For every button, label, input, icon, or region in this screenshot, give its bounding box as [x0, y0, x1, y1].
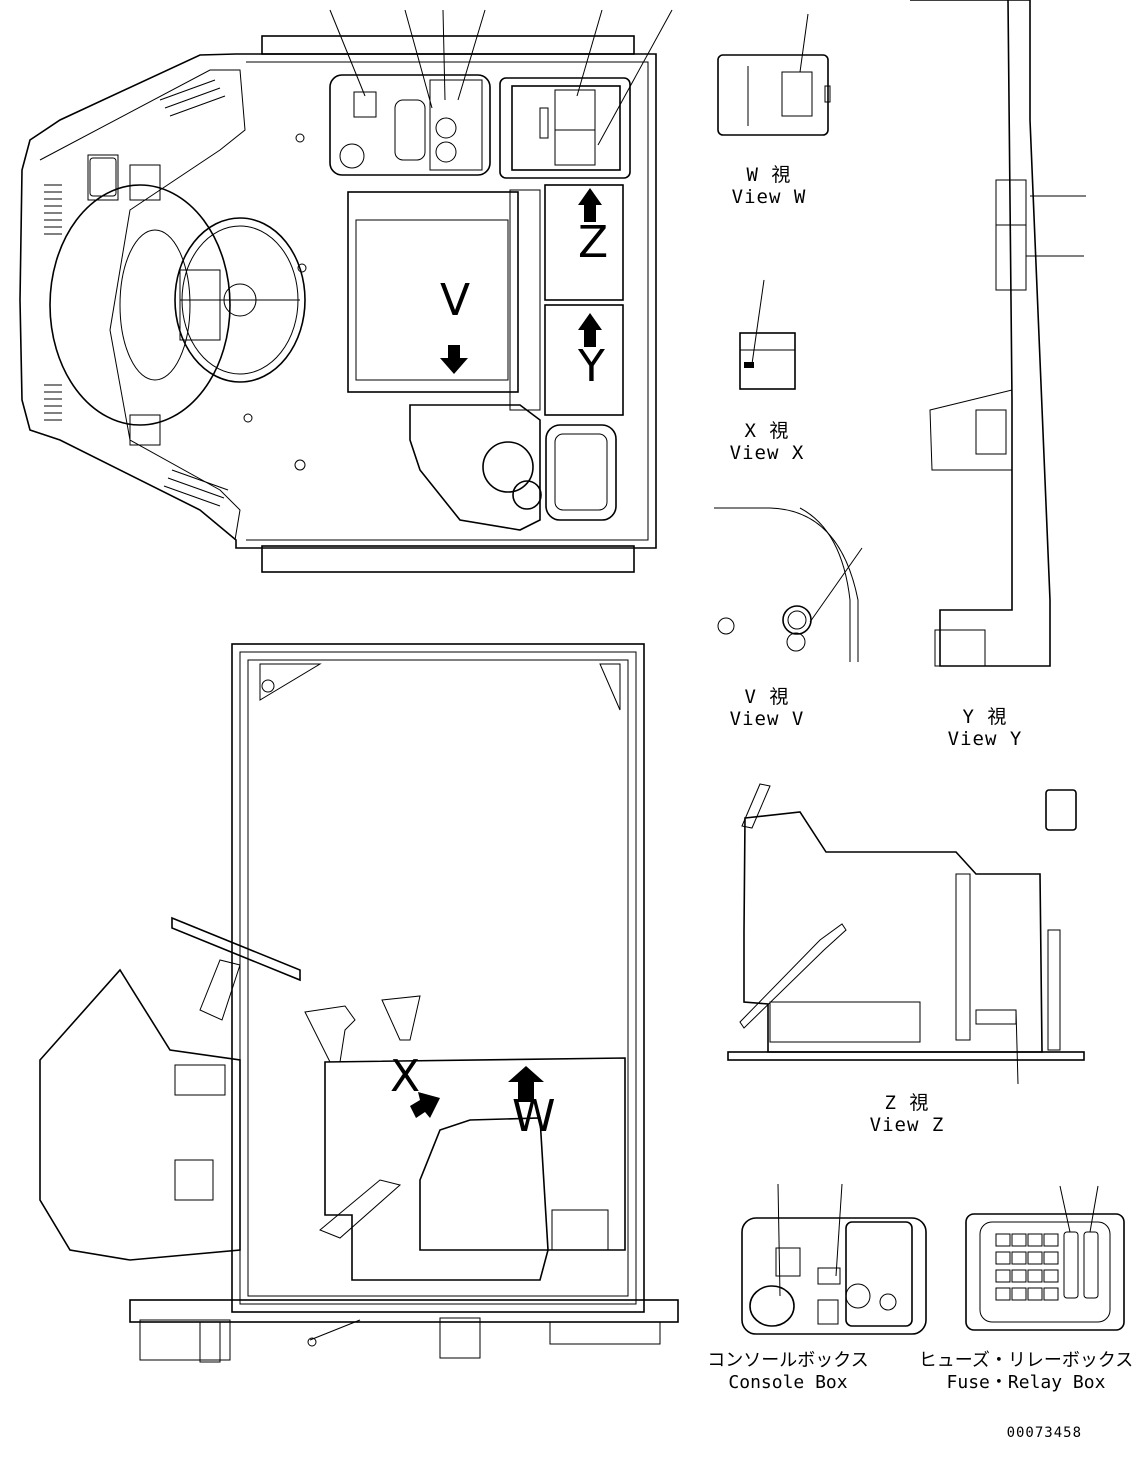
fuse-relay-box-figure — [965, 1185, 1125, 1331]
view-x-figure — [739, 279, 796, 390]
view-v-figure — [714, 507, 863, 662]
view-z-jp: Z 視 — [884, 1092, 930, 1114]
view-v-en: View V — [729, 708, 805, 730]
view-w-jp: W 視 — [746, 164, 792, 186]
view-w-label: W 視 View W — [724, 164, 814, 208]
arrow-letter-v: V — [440, 275, 472, 326]
fuse-relay-box-en: Fuse・Relay Box — [946, 1372, 1106, 1393]
view-w-en: View W — [731, 186, 807, 208]
drawing-number: 00073458 — [1006, 1425, 1082, 1441]
console-box-label: コンソールボックス Console Box — [700, 1350, 876, 1394]
console-box-figure — [741, 1183, 927, 1335]
view-x-en: View X — [729, 442, 805, 464]
fuse-relay-box-jp: ヒューズ・リレーボックス — [918, 1350, 1134, 1371]
console-box-en: Console Box — [728, 1372, 848, 1393]
view-z-figure — [727, 783, 1085, 1085]
view-x-jp: X 視 — [744, 420, 790, 442]
view-x-label: X 視 View X — [722, 420, 812, 464]
arrow-letter-x: X — [390, 1051, 422, 1102]
view-y-jp: Y 視 — [962, 706, 1008, 728]
view-y-en: View Y — [947, 728, 1023, 750]
view-z-label: Z 視 View Z — [862, 1092, 952, 1136]
view-z-en: View Z — [869, 1114, 945, 1136]
arrow-letter-y: Y — [578, 341, 606, 392]
arrow-letter-w: W — [512, 1091, 557, 1142]
view-v-label: V 視 View V — [722, 686, 812, 730]
view-y-label: Y 視 View Y — [940, 706, 1030, 750]
view-v-jp: V 視 — [744, 686, 790, 708]
view-w-figure — [717, 13, 831, 136]
top-view — [19, 9, 673, 573]
view-y-figure — [910, 0, 1086, 667]
fuse-relay-box-label: ヒューズ・リレーボックス Fuse・Relay Box — [910, 1350, 1142, 1394]
side-view — [39, 643, 679, 1363]
console-box-jp: コンソールボックス — [707, 1350, 869, 1371]
arrow-letter-z: Z — [578, 217, 610, 268]
